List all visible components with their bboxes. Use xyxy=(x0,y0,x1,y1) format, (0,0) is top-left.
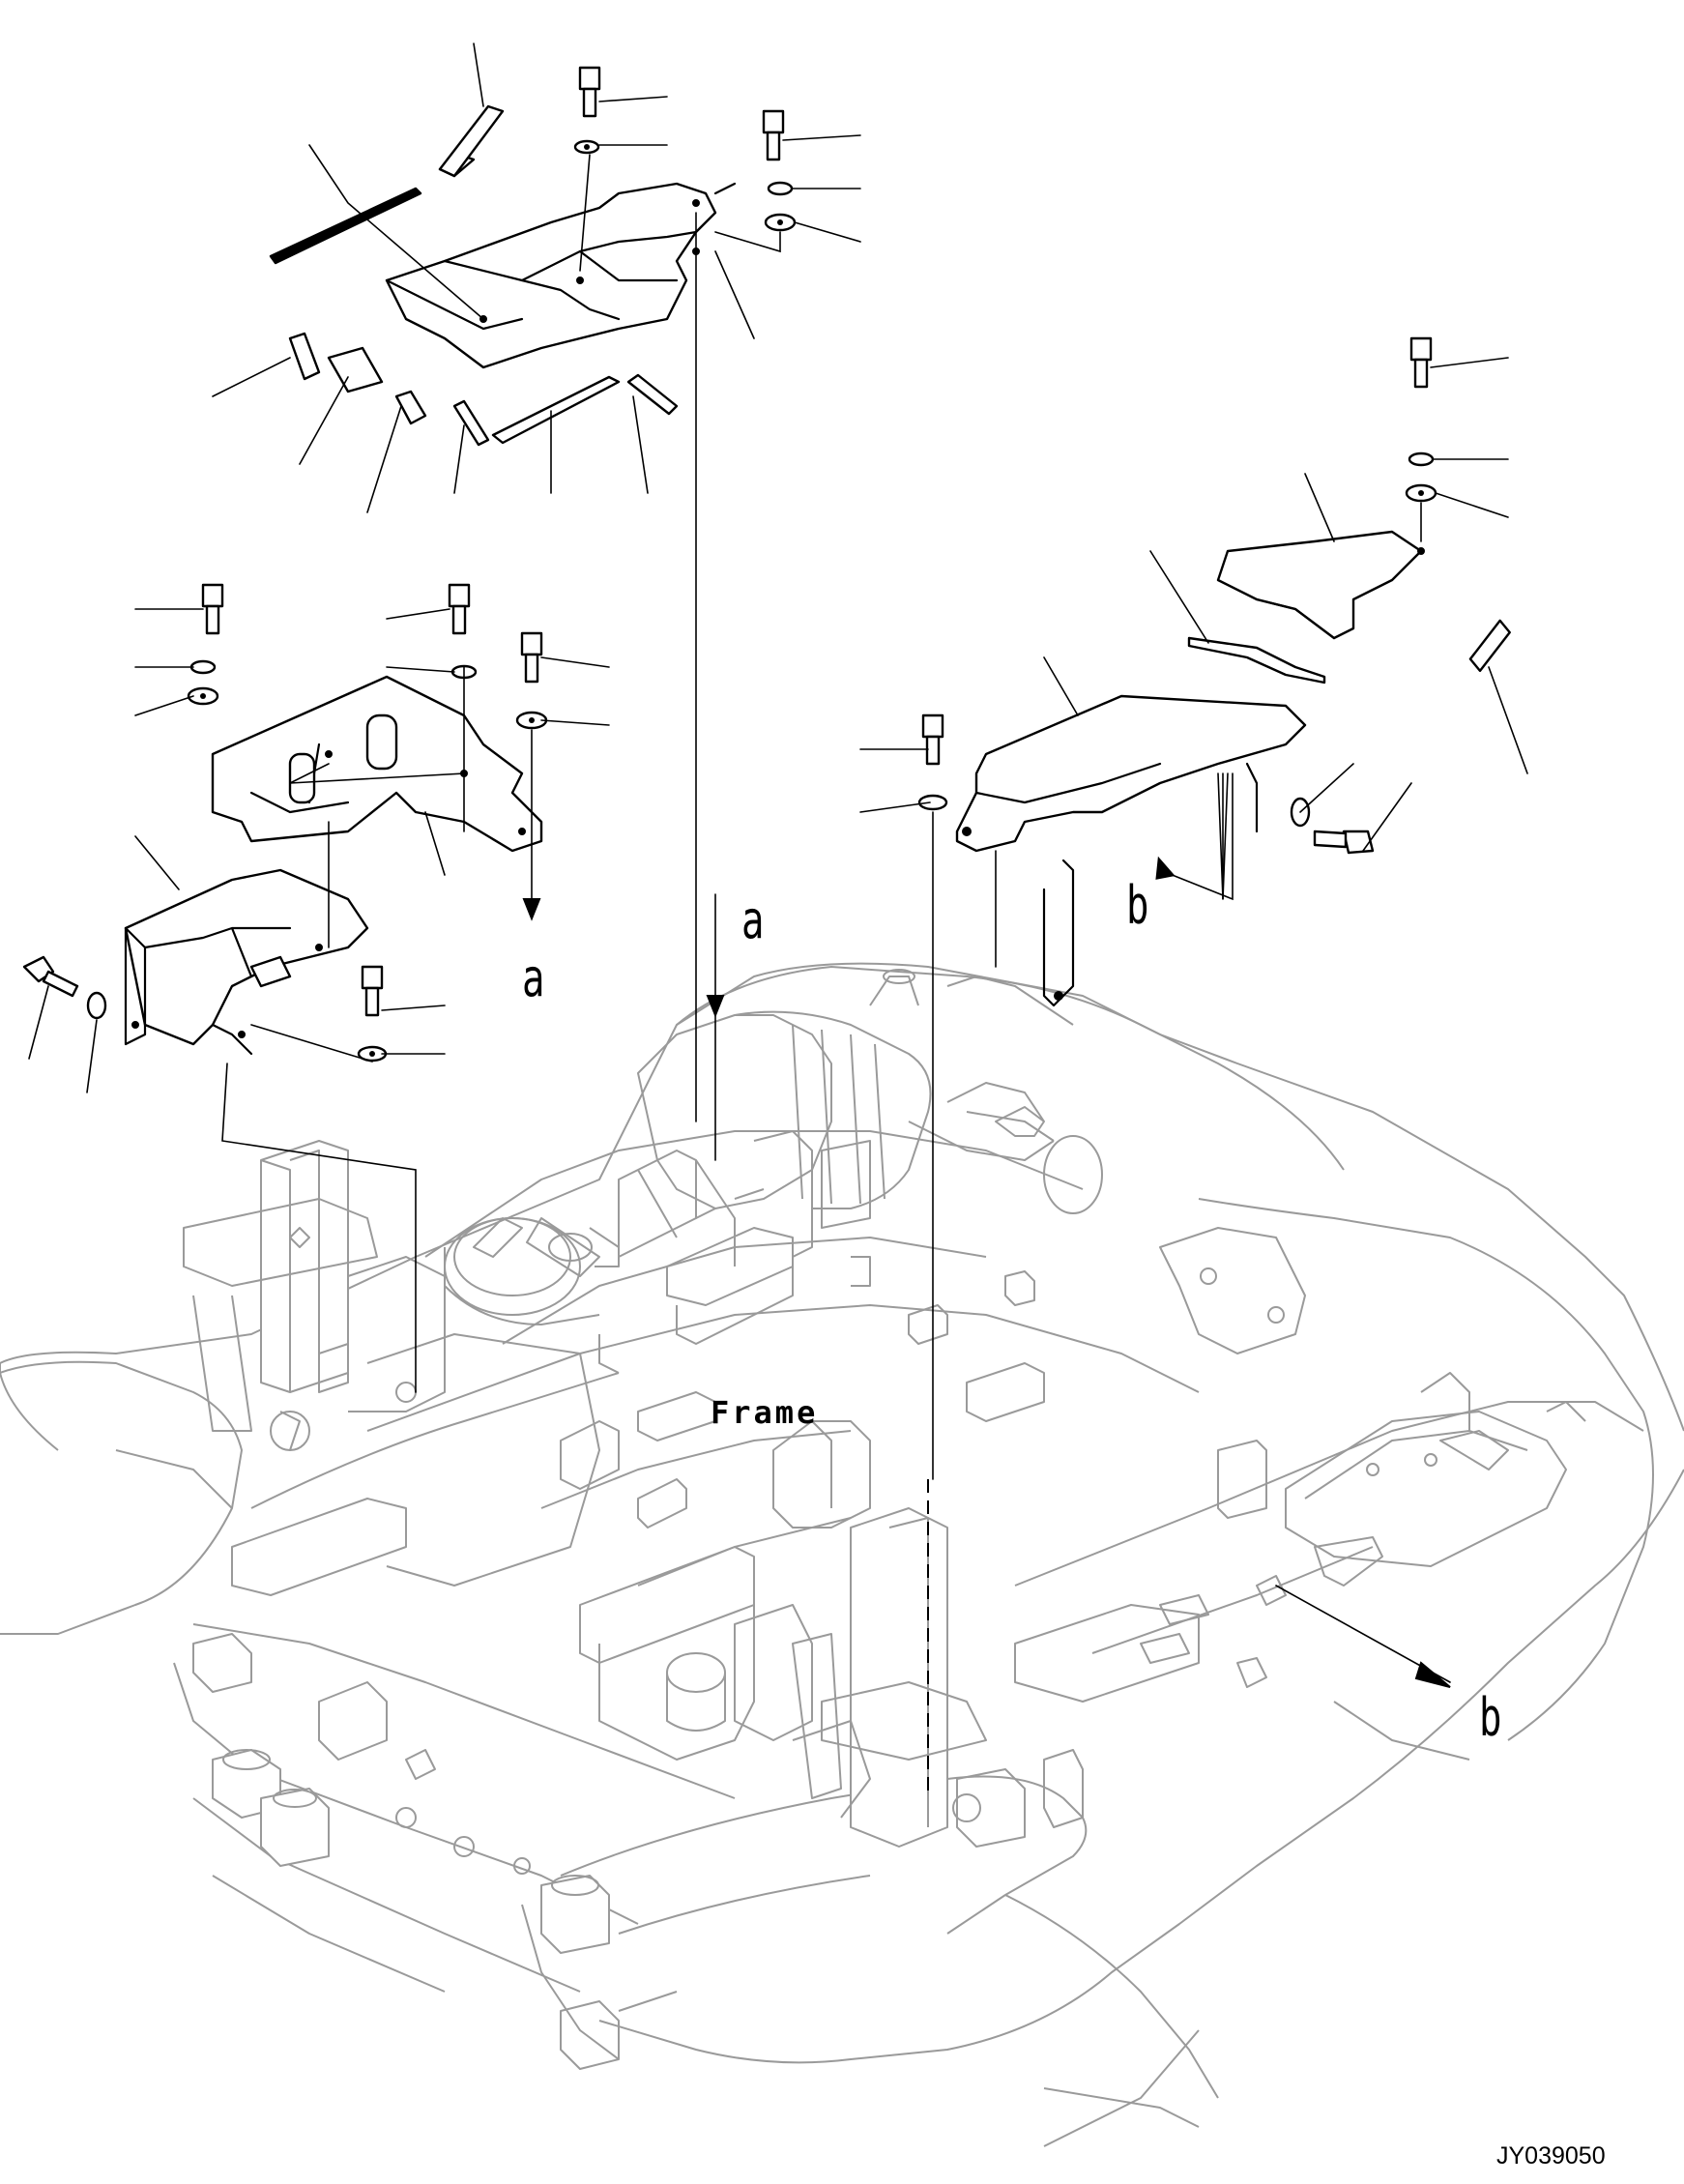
assembly-lines xyxy=(221,154,1451,1798)
left-cab-mount-pillar xyxy=(183,1140,600,1596)
frame-center-blocks xyxy=(560,1270,1045,1761)
top-seal-strip xyxy=(269,104,505,265)
bolt-far-left xyxy=(22,955,79,998)
fuel-tank-cap xyxy=(444,1217,620,1325)
right-hood-bracket xyxy=(1159,1227,1306,1354)
bolt-left-lower xyxy=(361,965,384,1017)
view-a-label-mid: a xyxy=(741,889,765,950)
left-upper-plate xyxy=(211,675,543,853)
leader-lines xyxy=(28,43,1528,1093)
bolt-right-top xyxy=(1409,336,1433,389)
air-cleaner-assembly xyxy=(637,969,1103,1214)
top-cover-bracket xyxy=(385,182,737,369)
right-cab-mount-pillar xyxy=(734,1507,1084,1848)
bolts-and-washers xyxy=(22,66,1437,1063)
bolt-top-1 xyxy=(578,66,601,118)
right-lower-cover xyxy=(955,694,1307,1007)
bolt-left-3 xyxy=(520,631,543,684)
view-a-label-top: a xyxy=(522,947,545,1008)
view-b-label-top: b xyxy=(1126,875,1149,936)
lower-frame-bolts xyxy=(192,1633,678,2070)
top-seal-blocks xyxy=(288,332,679,447)
left-lower-bracket xyxy=(124,868,369,1056)
bolt-top-2 xyxy=(762,109,785,161)
right-upper-cover xyxy=(1216,530,1425,640)
machine-frame-body xyxy=(0,962,1684,2147)
view-b-label-bottom: b xyxy=(1479,1687,1502,1748)
right-seal-strips xyxy=(1187,619,1511,684)
drawing-code: JY039050 xyxy=(1496,2142,1606,2169)
bolt-mid-right xyxy=(921,713,944,766)
frame-label: Frame xyxy=(711,1394,819,1431)
right-deck-panel xyxy=(1014,1372,1586,1703)
center-mounting-rails xyxy=(598,1130,871,1374)
bolt-left-1 xyxy=(201,583,224,635)
bolt-left-2 xyxy=(448,583,471,635)
